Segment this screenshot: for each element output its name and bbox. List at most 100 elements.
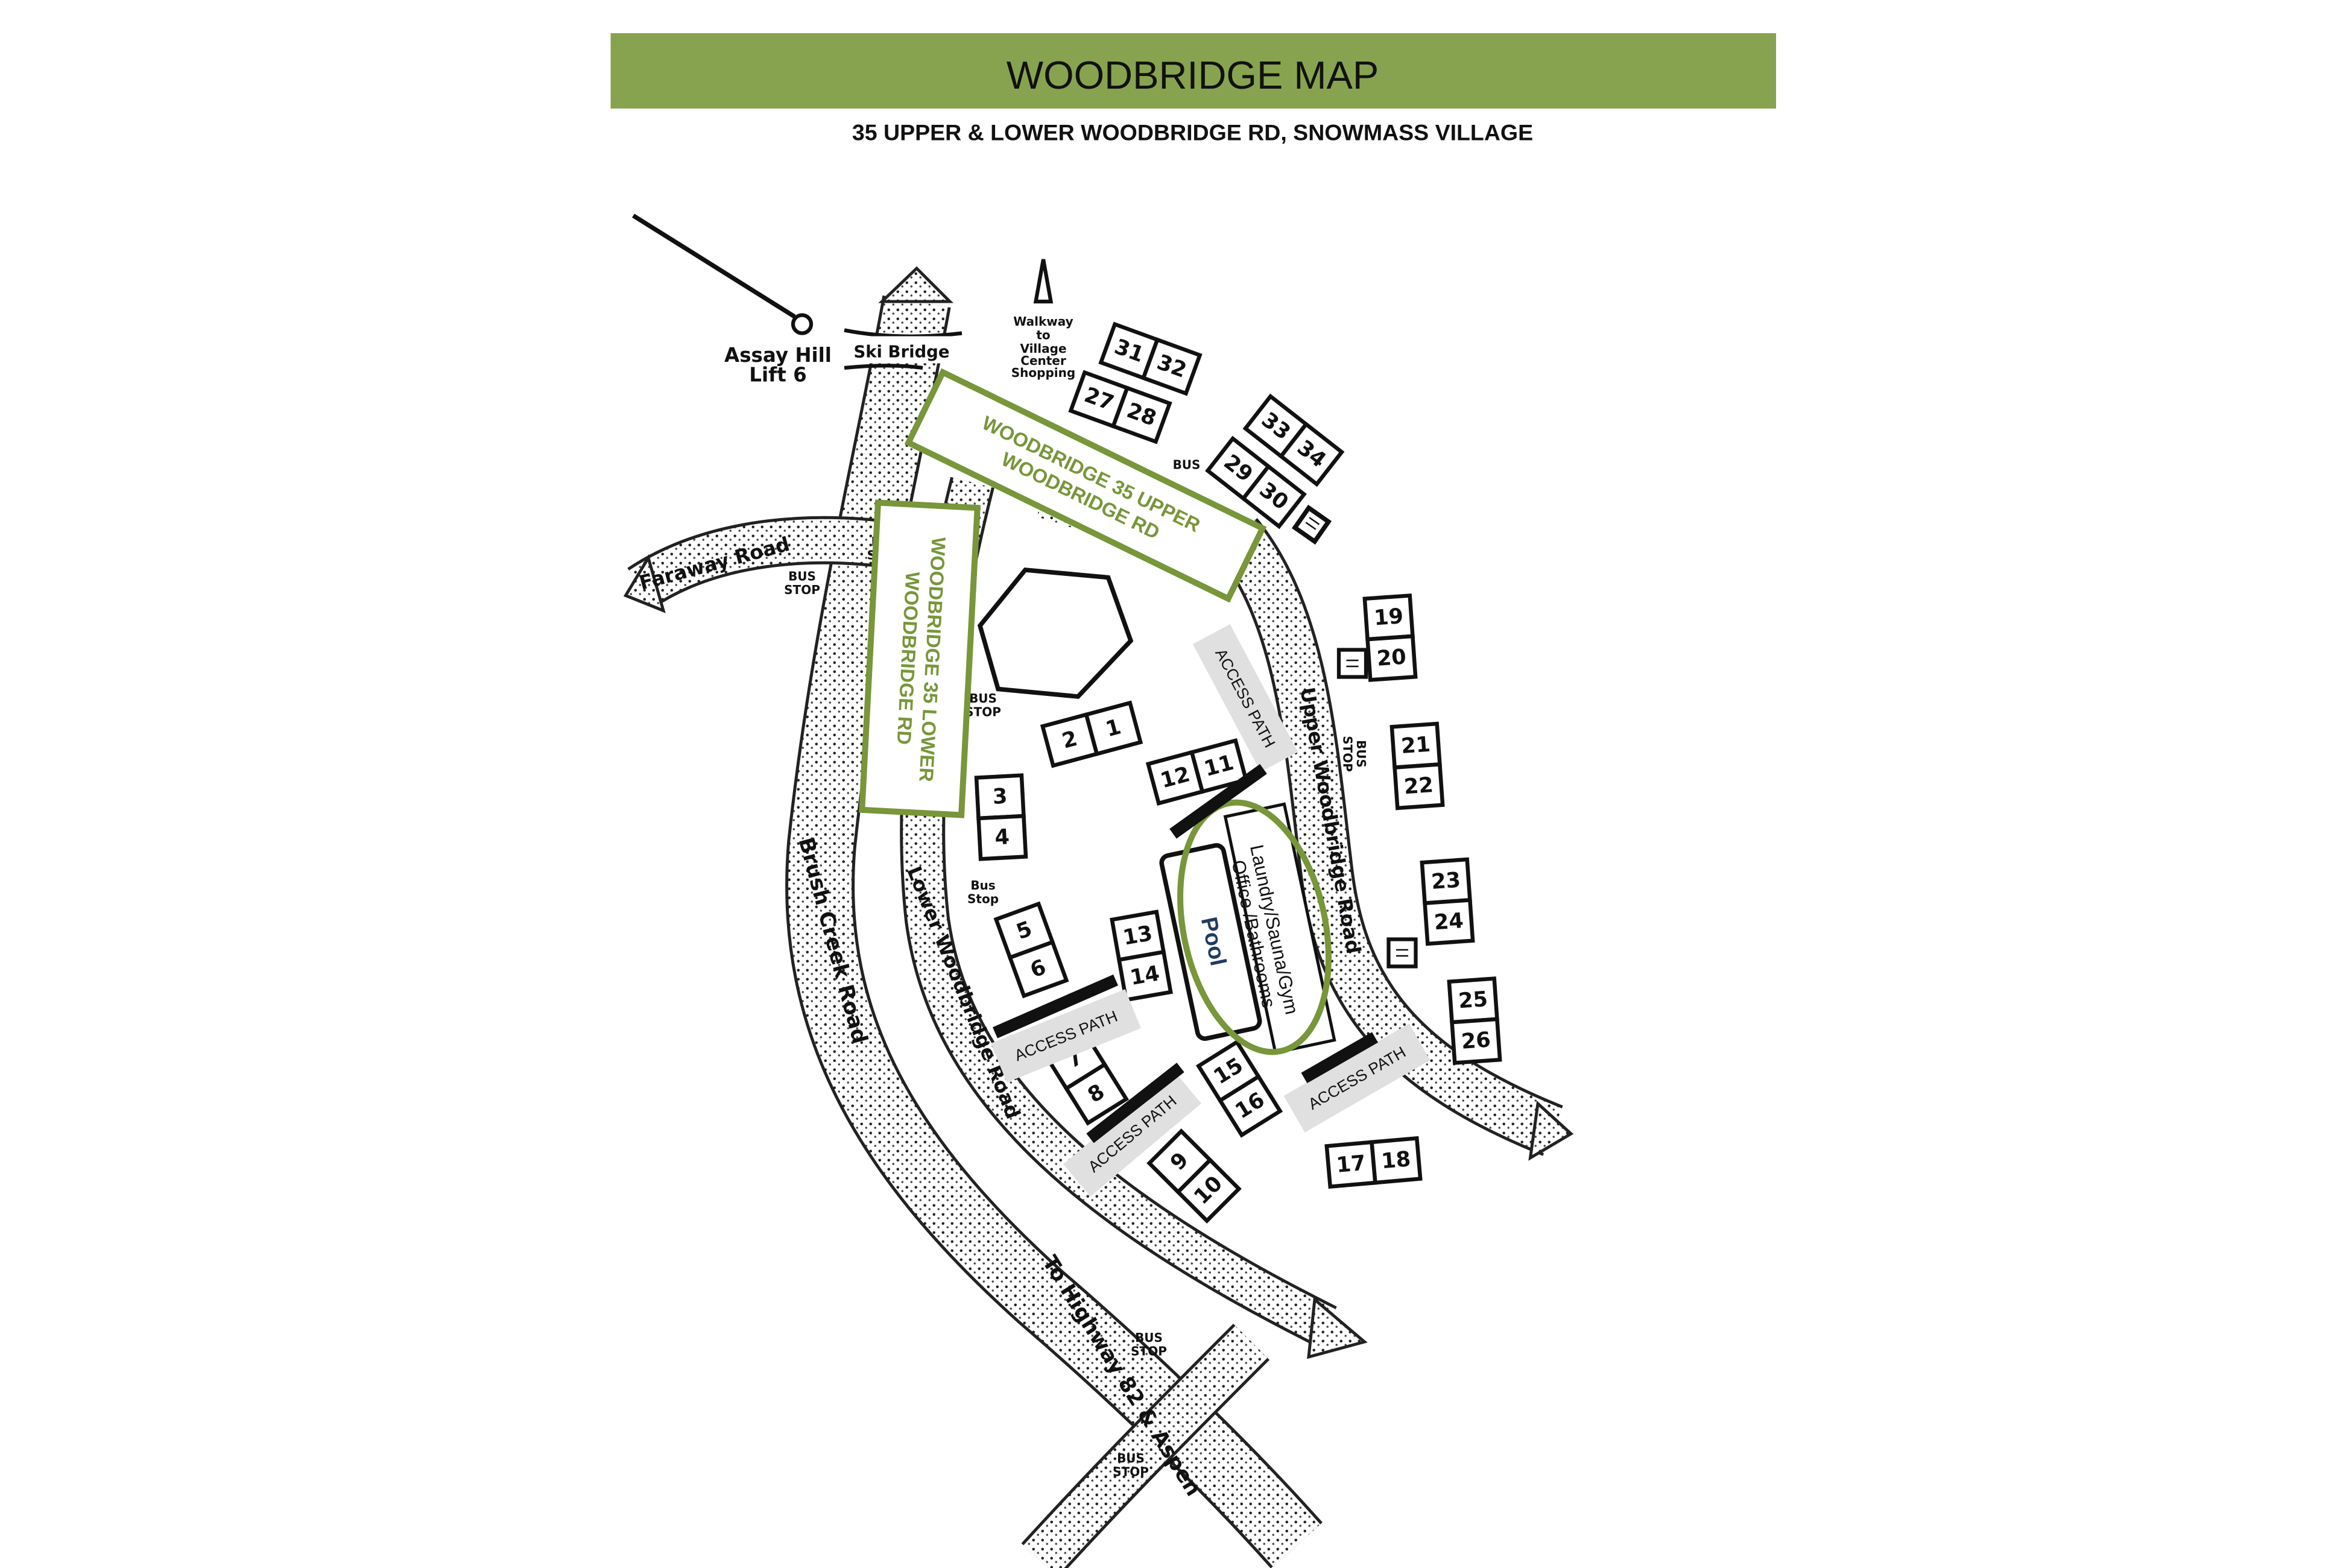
unit: 910	[1146, 1128, 1242, 1224]
svg-text:STOP: STOP	[1131, 1344, 1167, 1359]
svg-text:STOP: STOP	[965, 705, 1001, 719]
svg-text:BUS: BUS	[1135, 1330, 1163, 1345]
unit-cell	[1393, 762, 1445, 811]
ski-bridge: Ski Bridge	[844, 328, 963, 370]
unit-cell	[1084, 700, 1143, 757]
unit-cell	[1063, 1061, 1130, 1126]
unit-cell	[1175, 1157, 1242, 1224]
svg-text:Walkway: Walkway	[1013, 314, 1073, 329]
unit-cell	[1450, 1017, 1502, 1065]
unit: 21 22	[1389, 721, 1445, 811]
svg-text:STOP: STOP	[1113, 1465, 1149, 1479]
amenities-highlight	[1177, 799, 1332, 1055]
unit-number: 26	[1461, 1028, 1491, 1054]
unit-cell	[1110, 385, 1172, 444]
unit-number: 21	[1400, 733, 1431, 759]
svg-text:STOP: STOP	[784, 583, 820, 597]
unit-cell	[1217, 1073, 1283, 1138]
unit-cell	[976, 814, 1028, 861]
faraway-road	[623, 516, 877, 613]
unit-cell	[1365, 634, 1418, 682]
unit-number: 3	[992, 785, 1008, 809]
highway-connector-road	[1021, 1323, 1270, 1568]
dumpster-icon	[1336, 648, 1368, 679]
unit-number: 14	[1128, 961, 1162, 990]
map-title: WOODBRIDGE MAP	[1007, 53, 1379, 97]
walkway-to-village: Walkway to Village Center Shopping	[1011, 259, 1075, 380]
dumpster-icon	[1386, 937, 1418, 969]
unit-number: 22	[1403, 773, 1434, 799]
unit-number: 20	[1376, 645, 1407, 671]
svg-text:BUS: BUS	[788, 569, 816, 584]
access-path-barrier	[1301, 1032, 1378, 1084]
svg-text:BUS: BUS	[1117, 1451, 1145, 1465]
lower-woodbridge-road-label: Lower Woodbridge Road	[902, 863, 1025, 1122]
unit-number: 4	[994, 825, 1010, 850]
svg-text:Assay Hill: Assay Hill	[724, 344, 832, 367]
svg-text:BUS: BUS	[969, 691, 997, 706]
svg-text:Lift 6: Lift 6	[749, 364, 806, 387]
hexagon-building	[977, 567, 1134, 699]
unit-number: 17	[1335, 1151, 1367, 1178]
unit: 56	[993, 901, 1069, 999]
upper-woodbridge-road	[1215, 518, 1574, 1161]
title-bar	[610, 33, 1776, 109]
unit-cell	[1370, 1136, 1423, 1185]
lift-icon	[791, 313, 814, 335]
unit-cell	[1116, 949, 1173, 1002]
roads	[623, 266, 1574, 1568]
assay-hill-lift: Assay Hill Lift 6	[632, 213, 832, 387]
svg-text:to: to	[1036, 328, 1050, 343]
unit-cell	[1189, 738, 1249, 794]
unit-number: 24	[1434, 909, 1464, 935]
unit-number: 25	[1458, 987, 1488, 1013]
unit-number: 23	[1430, 868, 1461, 894]
bus-stop-label: BUS	[1173, 458, 1201, 472]
access-path-barrier	[992, 974, 1119, 1038]
access-path-barrier	[1169, 763, 1267, 839]
lower-woodbridge-box: WOODBRIDGE 35 LOWER WOODBRIDGE RD	[859, 499, 981, 818]
unit: 25 26	[1447, 976, 1502, 1065]
svg-text:STOP: STOP	[1341, 736, 1355, 772]
svg-text:Shopping: Shopping	[1011, 365, 1075, 380]
amenity-building: Laundry/Sauna/Gym Office /Bathrooms	[1223, 802, 1336, 1055]
unit-cell	[1241, 463, 1307, 530]
unit-cell	[1423, 897, 1475, 946]
ski-bridge-label: Ski Bridge	[853, 343, 949, 362]
bus-stops: BUSSTOPBUSSTOPBUSSTOPBusStopBUSSTOPBUSBU…	[784, 458, 1368, 1479]
unit-cell	[1007, 940, 1069, 999]
pool: Pool	[1159, 843, 1262, 1041]
svg-text:Village: Village	[1020, 341, 1066, 356]
svg-text:BUS: BUS	[1173, 458, 1201, 472]
unit-number: 18	[1380, 1147, 1412, 1174]
access-path-barrier	[1086, 1063, 1184, 1143]
unit: 23 24	[1420, 857, 1475, 946]
unit-number: 13	[1121, 922, 1154, 950]
unit-number: 19	[1373, 604, 1404, 630]
svg-text:BUS: BUS	[1354, 740, 1368, 768]
unit-cell	[1140, 337, 1203, 396]
svg-text:Center: Center	[1020, 353, 1066, 368]
north-arrow-icon	[1033, 259, 1054, 304]
unit-cell	[1278, 421, 1345, 487]
unit: 34	[974, 773, 1028, 861]
map-subtitle: 35 UPPER & LOWER WOODBRIDGE RD, SNOWMASS…	[852, 120, 1533, 145]
